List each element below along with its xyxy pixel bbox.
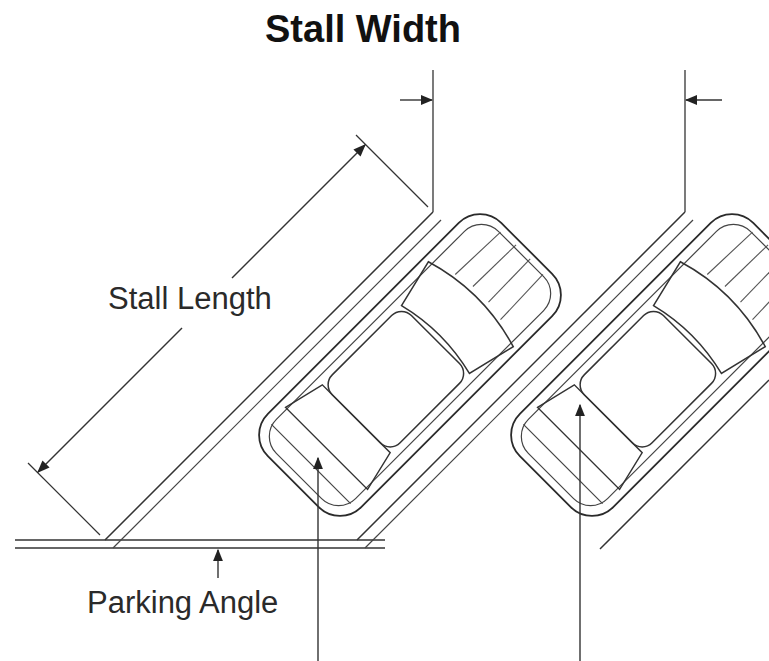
vertical-arrow xyxy=(317,458,318,661)
angle-arrow xyxy=(217,550,218,578)
dimension-arrow xyxy=(400,99,432,100)
dimension-label: Parking Angle xyxy=(84,585,281,621)
extension-line xyxy=(684,70,685,212)
extension-line xyxy=(432,70,433,212)
vertical-arrow xyxy=(579,405,580,661)
dimension-arrow xyxy=(686,99,722,100)
curb-line xyxy=(15,547,385,549)
dimension-line xyxy=(38,328,182,472)
dimension-label: Stall Length xyxy=(105,281,275,317)
car-left xyxy=(247,202,574,529)
title: Stall Width xyxy=(262,8,464,52)
extension-line xyxy=(28,463,100,535)
extension-line xyxy=(356,135,428,207)
curb-line xyxy=(15,539,385,541)
dimension-line xyxy=(232,145,365,278)
car-right xyxy=(499,202,769,529)
